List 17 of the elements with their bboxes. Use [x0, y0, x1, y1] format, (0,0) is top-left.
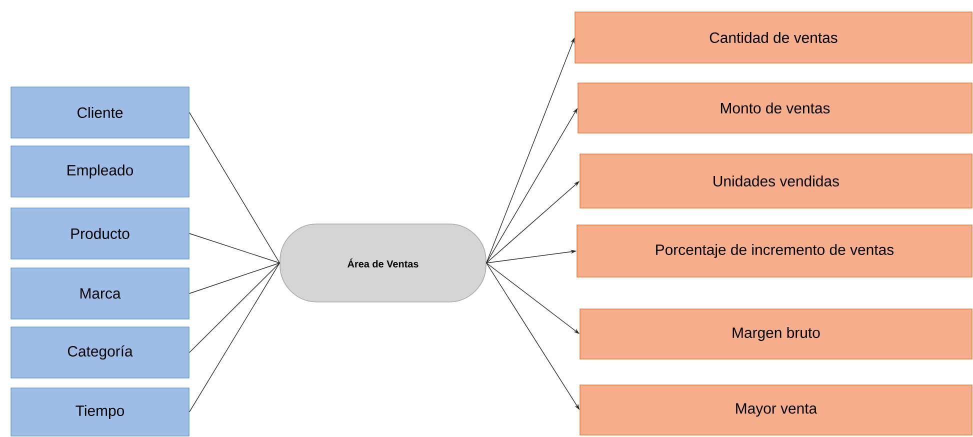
- measure-box: Monto de ventas: [578, 82, 972, 134]
- measure-box: Unidades vendidas: [580, 154, 972, 208]
- measure-box: Margen bruto: [580, 308, 972, 360]
- measure-box: Mayor venta: [580, 384, 972, 436]
- dimension-box: Tiempo: [10, 388, 190, 436]
- measure-box: Porcentaje de incremento de ventas: [576, 224, 972, 278]
- connector-line: [189, 262, 280, 353]
- connector-line: [189, 262, 280, 412]
- dimension-box: Empleado: [10, 146, 190, 198]
- connector-line: [189, 112, 280, 264]
- connector-line: [189, 262, 280, 294]
- measure-box: Cantidad de ventas: [574, 12, 972, 64]
- dimension-box: Marca: [10, 268, 190, 320]
- dimension-box: Producto: [10, 208, 190, 260]
- dimension-box: Categoría: [10, 326, 190, 378]
- connector-line: [189, 233, 280, 264]
- dimension-box: Cliente: [10, 86, 190, 138]
